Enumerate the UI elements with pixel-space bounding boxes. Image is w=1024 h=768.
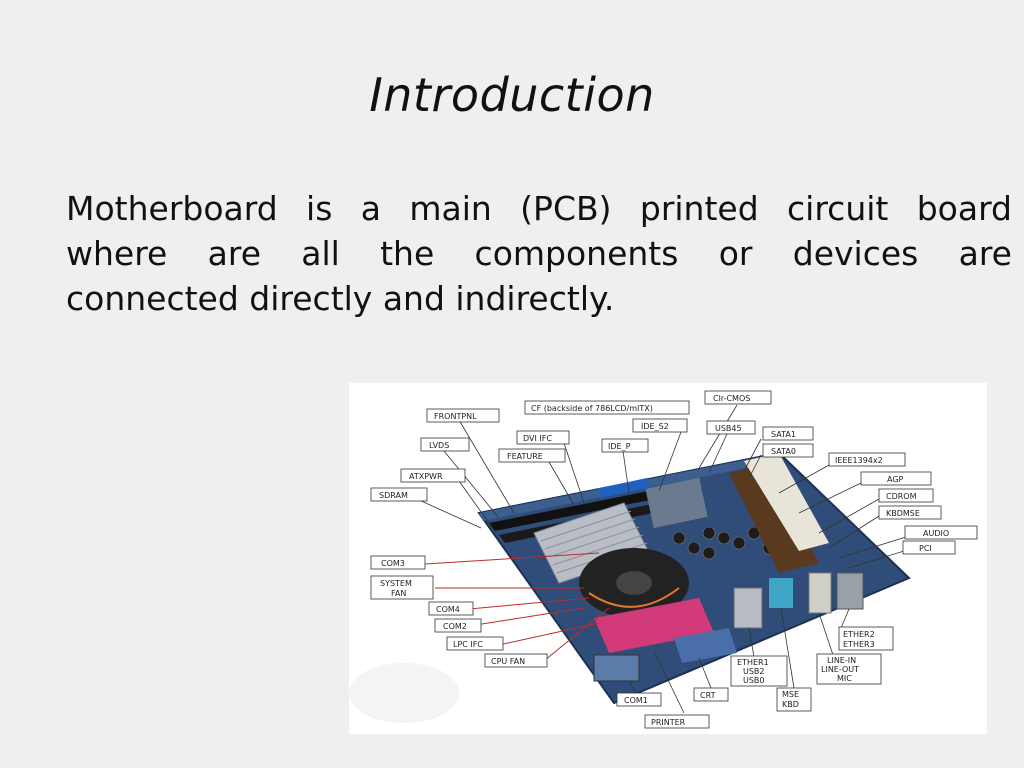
label-lvds: LVDS [420,437,470,452]
svg-text:CRT: CRT [700,691,716,700]
label-kbdmse: KBDMSE [878,505,942,520]
label-ieee1394: IEEE1394x2 [828,452,906,467]
label-lpc-ifc: LPC IFC [446,636,504,651]
label-printer: PRINTER [644,714,710,729]
crt-port [674,628,737,663]
svg-text:USB0: USB0 [743,676,765,685]
label-ide-p: IDE_P [601,438,649,453]
label-sata0: SATA0 [762,443,814,458]
ide-connector [598,477,650,499]
cpu-fan-hub [616,571,652,595]
svg-text:COM3: COM3 [381,559,405,568]
label-usb45: USB45 [706,420,756,435]
svg-text:FAN: FAN [391,589,406,598]
slide-title: Introduction [369,68,655,122]
label-cf: CF (backside of 786LCD/mITX) [524,400,690,415]
svg-text:LINE-OUT: LINE-OUT [821,665,859,674]
label-cdrom: CDROM [878,488,934,503]
svg-text:SDRAM: SDRAM [379,491,408,500]
label-sata1: SATA1 [762,426,814,441]
svg-text:COM1: COM1 [624,696,648,705]
label-clr-cmos: Clr-CMOS [704,390,772,405]
label-agp: AGP [860,471,932,486]
svg-text:PCI: PCI [919,544,932,553]
svg-text:ETHER1: ETHER1 [737,658,769,667]
label-com1: COM1 [616,692,662,707]
svg-text:USB45: USB45 [715,424,742,433]
svg-text:IDE_P: IDE_P [608,442,631,451]
svg-text:CPU FAN: CPU FAN [491,657,525,666]
label-com2: COM2 [434,618,482,633]
label-audio: AUDIO [904,525,978,540]
ps2-ports [769,578,793,608]
label-com3: COM3 [370,555,426,570]
usb-port [733,587,763,629]
svg-text:COM2: COM2 [443,622,467,631]
svg-text:IDE_S2: IDE_S2 [641,422,669,431]
svg-text:CF (backside of 786LCD/mITX): CF (backside of 786LCD/mITX) [531,404,653,413]
svg-text:USB2: USB2 [743,667,765,676]
svg-text:DVI IFC: DVI IFC [523,434,552,443]
svg-text:FRONTPNL: FRONTPNL [434,412,477,421]
svg-text:ETHER2: ETHER2 [843,630,875,639]
callout-labels: FRONTPNL CF (backside of 786LCD/mITX) Cl… [370,390,978,729]
label-feature: FEATURE [498,448,566,463]
svg-text:KBD: KBD [782,700,799,709]
slide-body: Motherboard is a main (PCB) printed circ… [66,186,1012,321]
agp-slot [744,453,829,551]
body-line: connected directly and indirectly. [66,279,615,318]
svg-text:ATXPWR: ATXPWR [409,472,443,481]
label-sdram: SDRAM [370,487,428,502]
com1-port [593,654,640,682]
svg-text:KBDMSE: KBDMSE [886,509,920,518]
svg-text:PRINTER: PRINTER [651,718,686,727]
label-com4: COM4 [428,601,474,616]
motherboard-diagram: FRONTPNL CF (backside of 786LCD/mITX) Cl… [349,383,987,734]
svg-text:ETHER3: ETHER3 [843,640,875,649]
label-pci: PCI [902,540,956,555]
chipset [645,477,708,529]
leader-lines [418,404,910,714]
body-line: where are all the components or devices … [66,234,1012,273]
svg-text:COM4: COM4 [436,605,460,614]
svg-text:MIC: MIC [837,674,852,683]
watermark-shape [349,663,459,723]
label-ide-s2: IDE_S2 [632,418,688,433]
label-frontpnl: FRONTPNL [426,408,500,423]
svg-text:CDROM: CDROM [886,492,917,501]
printer-port [594,598,714,653]
svg-text:AUDIO: AUDIO [923,529,949,538]
label-atxpwr: ATXPWR [400,468,466,483]
svg-text:LVDS: LVDS [429,441,449,450]
svg-text:SATA1: SATA1 [771,430,796,439]
svg-text:LINE-IN: LINE-IN [827,656,856,665]
audio-jacks [808,572,832,614]
ethernet-ports [836,572,864,610]
label-crt: CRT [693,687,729,702]
svg-text:LPC IFC: LPC IFC [453,640,483,649]
fan-cable [588,587,680,608]
svg-text:FEATURE: FEATURE [507,452,543,461]
sdram-slot [489,487,675,531]
label-dvi-ifc: DVI IFC [516,430,570,445]
svg-text:IEEE1394x2: IEEE1394x2 [835,456,883,465]
svg-text:AGP: AGP [887,475,904,484]
motherboard-illustration: FRONTPNL CF (backside of 786LCD/mITX) Cl… [349,390,978,729]
svg-text:MSE: MSE [782,690,799,699]
label-cpu-fan: CPU FAN [484,653,548,668]
svg-text:SATA0: SATA0 [771,447,796,456]
body-line: Motherboard is a main (PCB) printed circ… [66,189,1012,228]
svg-text:SYSTEM: SYSTEM [380,579,412,588]
svg-text:Clr-CMOS: Clr-CMOS [713,394,750,403]
